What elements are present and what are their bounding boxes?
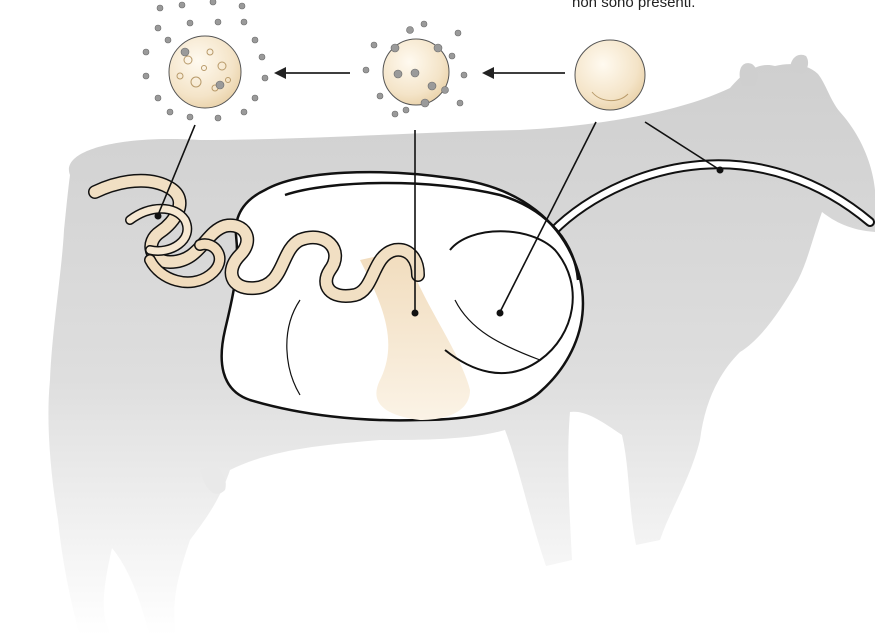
- caption-text: non sono presenti.: [572, 0, 872, 11]
- particle-fully-colonised: [169, 36, 241, 108]
- arrow-left-icon: [482, 67, 565, 79]
- particle-empty: [575, 40, 645, 110]
- arrow-left-icon: [274, 67, 350, 79]
- stomach: [222, 172, 583, 420]
